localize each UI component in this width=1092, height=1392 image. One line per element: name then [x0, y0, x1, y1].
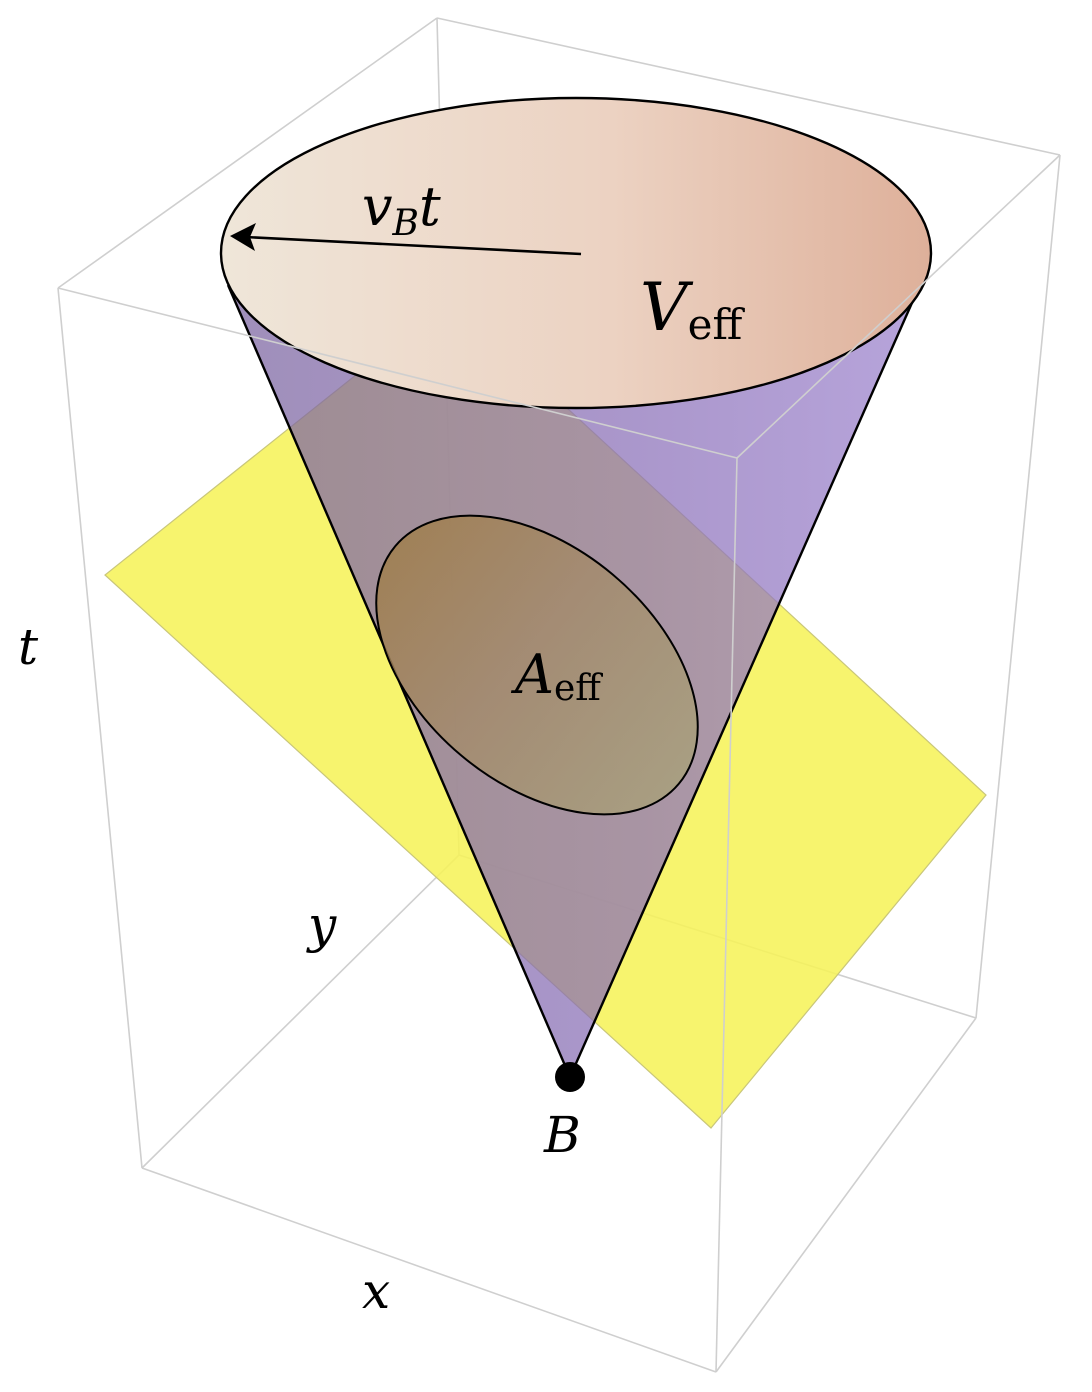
bounding-box-front [57, 154, 1061, 1373]
radius-label: vBt [362, 175, 441, 244]
apex-point [555, 1062, 585, 1092]
area-label: Aeff [510, 643, 603, 709]
radius-arrow [230, 223, 582, 256]
axis-label-t: t [18, 618, 39, 676]
volume-label: Veff [640, 269, 746, 349]
axis-label-x: x [362, 1262, 390, 1320]
effective-area-ellipse [375, 514, 699, 816]
axis-label-y: y [306, 896, 337, 954]
apex-label: B [543, 1106, 581, 1164]
